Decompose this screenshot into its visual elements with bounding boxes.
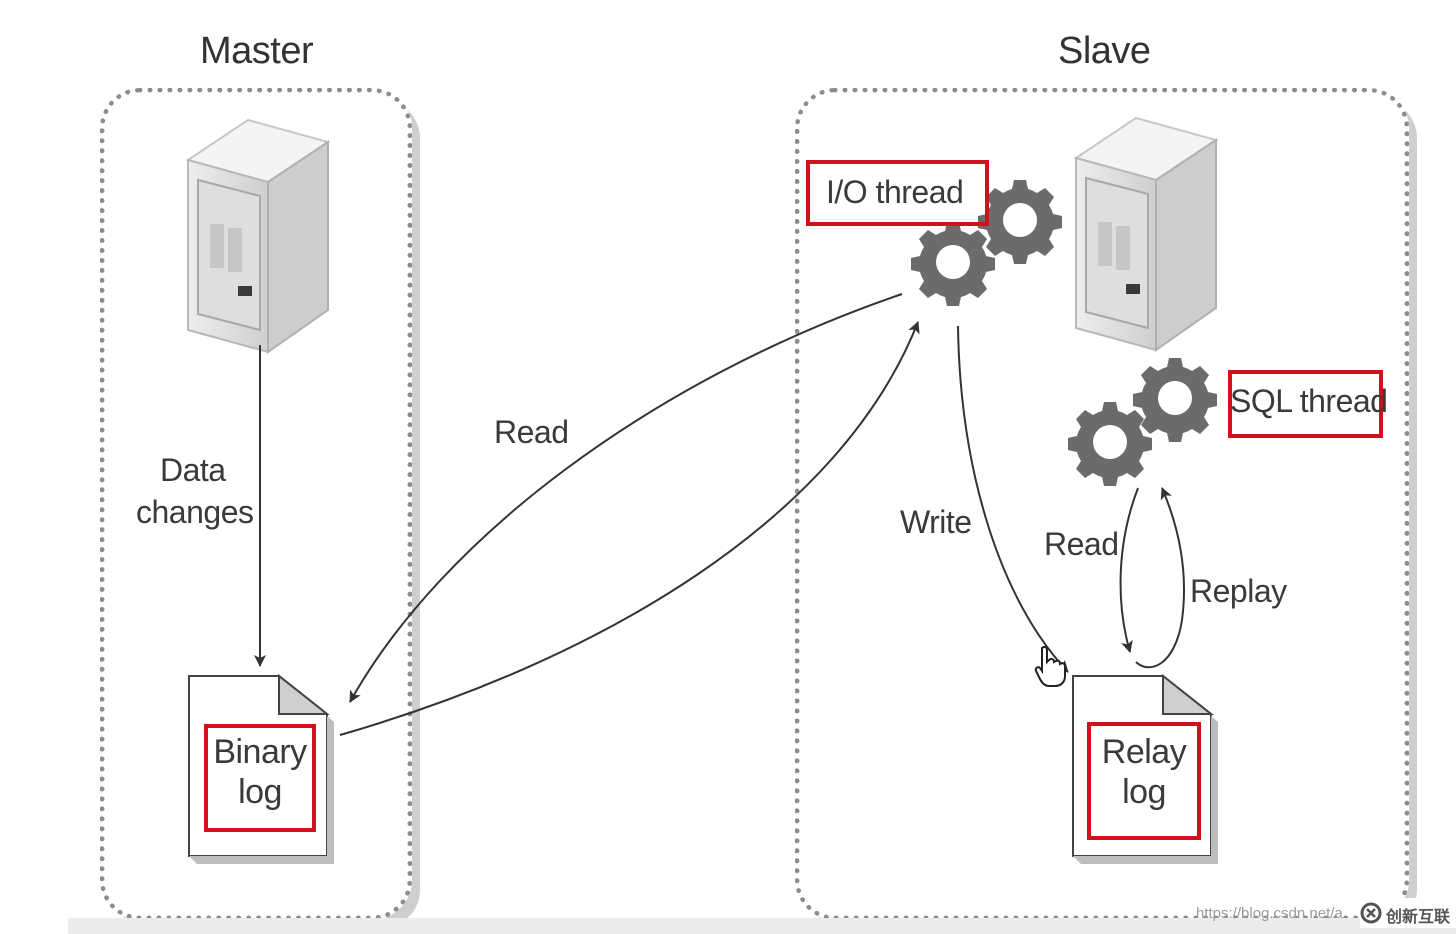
sql-thread-gear-icon-2: [1133, 358, 1217, 442]
binary-log-label: Binary log: [206, 732, 314, 812]
io-thread-highlight: [806, 160, 989, 226]
watermark-url: https://blog.csdn.net/a: [1196, 905, 1343, 922]
logo-icon: [1360, 902, 1382, 924]
relay-log-line2: log: [1122, 773, 1166, 811]
data-changes-label-line1: Data: [160, 452, 226, 488]
logo-text: 创新互联: [1386, 909, 1451, 926]
binary-log-line1: Binary: [213, 733, 307, 771]
sql-thread-label: SQL thread: [1230, 383, 1388, 419]
relay-log-line1: Relay: [1101, 733, 1187, 771]
replay-arrow: [1135, 487, 1185, 669]
read-label-left: Read: [494, 414, 569, 450]
read-request-arrow: [349, 293, 903, 703]
master-server-icon: [187, 119, 329, 353]
sql-thread-highlight: [1228, 370, 1383, 438]
master-title: Master: [200, 30, 314, 72]
sql-read-arrow: [1119, 487, 1139, 653]
binary-log-line2: log: [238, 773, 282, 811]
footer-strip: [68, 918, 1456, 934]
io-thread-gear-icon: [911, 222, 995, 306]
binlog-events-arrow: [339, 321, 920, 736]
data-changes-label-line2: changes: [136, 494, 254, 530]
write-label: Write: [900, 504, 972, 540]
relay-log-label: Relay log: [1089, 732, 1199, 812]
hand-cursor-icon: [1034, 645, 1066, 687]
binary-log-highlight: [204, 724, 316, 832]
watermark-logo: 创新互联: [1360, 898, 1456, 928]
io-thread-label: I/O thread: [826, 174, 964, 210]
slave-panel: [795, 88, 1409, 920]
io-thread-gear-icon-2: [978, 180, 1062, 264]
write-arrow: [957, 325, 1069, 673]
slave-server-icon: [1075, 117, 1217, 351]
master-panel: [100, 88, 412, 920]
replay-label: Replay: [1190, 573, 1287, 609]
sql-thread-gear-icon: [1068, 402, 1152, 486]
relay-log-highlight: [1087, 722, 1201, 840]
slave-title: Slave: [1058, 30, 1151, 72]
read-label-right: Read: [1044, 526, 1119, 562]
